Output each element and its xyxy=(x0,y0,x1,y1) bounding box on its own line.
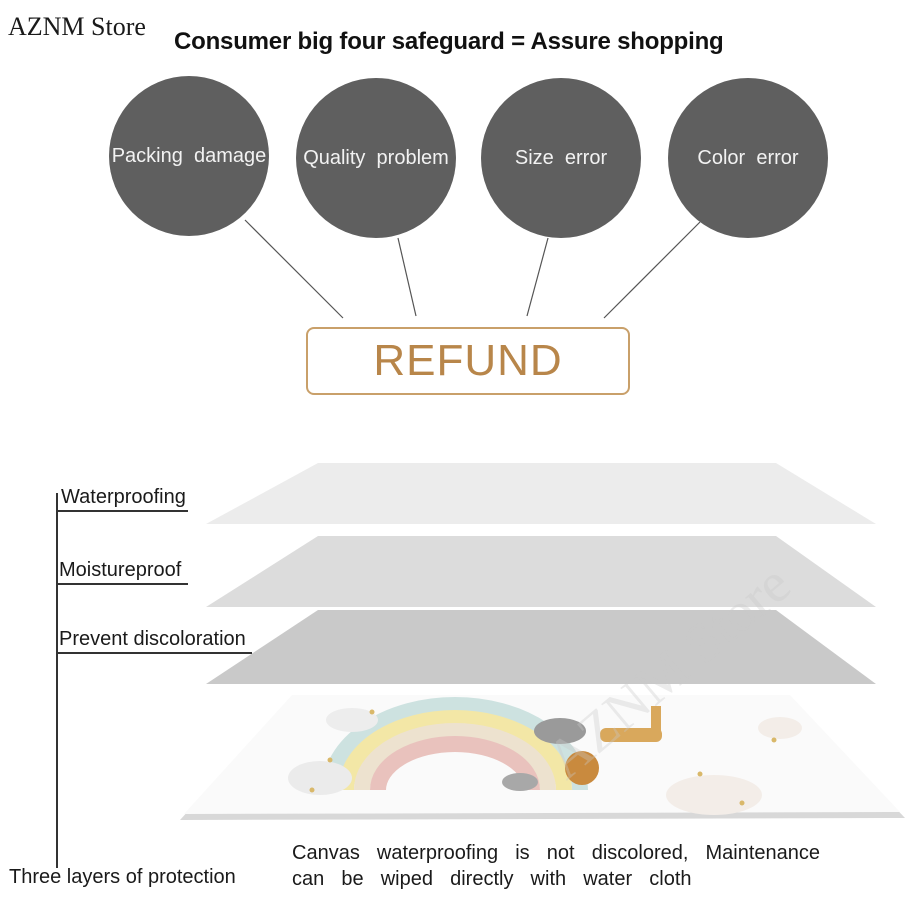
layers-bracket xyxy=(56,493,58,868)
protection-label: Three layers of protection xyxy=(9,866,236,888)
safeguard-circle-size-error: Size error xyxy=(481,78,641,238)
layer-sheet-waterproofing xyxy=(206,463,876,524)
safeguard-label: Packing damage xyxy=(111,144,267,167)
connector-line xyxy=(244,219,344,319)
safeguard-circle-color-error: Color error xyxy=(668,78,828,238)
safeguard-label: Size error xyxy=(514,146,608,169)
product-caption: Canvas waterproofing is not discolored, … xyxy=(292,840,820,892)
caption-line-1: Canvas waterproofing is not discolored, … xyxy=(292,842,821,864)
store-name: AZNM Store xyxy=(8,12,146,41)
layer-underline xyxy=(56,652,252,654)
connector-lines xyxy=(244,219,701,319)
layer-label-moistureproof: Moistureproof xyxy=(59,559,182,581)
safeguard-label: Quality problem xyxy=(303,146,449,169)
connector-line xyxy=(603,221,701,319)
safeguard-circle-quality-problem: Quality problem xyxy=(296,78,456,238)
safeguard-circle-packing-damage: Packing damage xyxy=(109,76,269,236)
rug-illustration xyxy=(180,695,905,820)
layer-sheet-moistureproof xyxy=(206,536,876,607)
safeguard-label: Color error xyxy=(697,146,799,169)
layer-label-waterproofing: Waterproofing xyxy=(61,486,186,508)
connector-line xyxy=(526,237,549,317)
refund-label: REFUND xyxy=(373,336,563,385)
layer-label-prevent-discoloration: Prevent discoloration xyxy=(59,628,246,650)
connector-line xyxy=(397,237,417,317)
layer-underline xyxy=(56,583,188,585)
refund-box: REFUND xyxy=(306,327,630,395)
caption-line-2: can be wiped directly with water cloth xyxy=(292,868,692,890)
layer-underline xyxy=(56,510,188,512)
layer-sheet-prevent-discoloration xyxy=(206,610,876,684)
headline: Consumer big four safeguard = Assure sho… xyxy=(174,28,724,55)
